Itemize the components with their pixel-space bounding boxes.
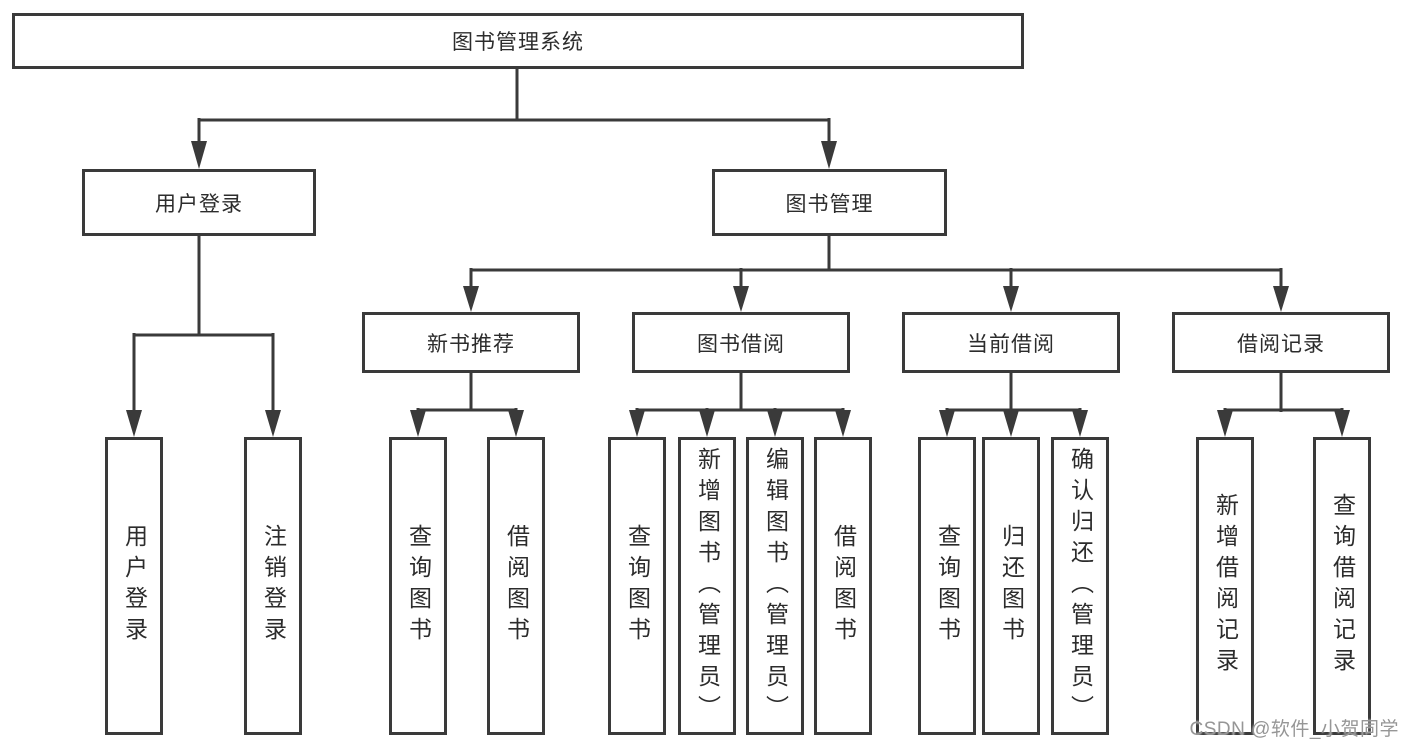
leaf-query-book-3: 查询图书 bbox=[918, 437, 976, 735]
node-borrow-record: 借阅记录 bbox=[1172, 312, 1390, 373]
csdn-watermark: CSDN @软件_小贺同学 bbox=[1189, 719, 1399, 740]
leaf-user-login: 用户登录 bbox=[105, 437, 163, 735]
leaf-logout: 注销登录 bbox=[244, 437, 302, 735]
arrowheads bbox=[126, 141, 1350, 437]
node-root: 图书管理系统 bbox=[12, 13, 1024, 69]
node-current-borrow: 当前借阅 bbox=[902, 312, 1120, 373]
leaf-borrow-book-2: 借阅图书 bbox=[814, 437, 872, 735]
leaf-edit-book-admin: 编辑图书（管理员） bbox=[746, 437, 804, 735]
leaf-query-book-1: 查询图书 bbox=[389, 437, 447, 735]
node-book-borrow: 图书借阅 bbox=[632, 312, 850, 373]
leaf-add-borrow-record: 新增借阅记录 bbox=[1196, 437, 1254, 735]
node-user-login: 用户登录 bbox=[82, 169, 316, 236]
leaf-query-book-2: 查询图书 bbox=[608, 437, 666, 735]
node-new-book-recommend: 新书推荐 bbox=[362, 312, 580, 373]
leaf-add-book-admin: 新增图书（管理员） bbox=[678, 437, 736, 735]
leaf-borrow-book-1: 借阅图书 bbox=[487, 437, 545, 735]
leaf-return-book: 归还图书 bbox=[982, 437, 1040, 735]
leaf-query-borrow-record: 查询借阅记录 bbox=[1313, 437, 1371, 735]
node-book-management: 图书管理 bbox=[712, 169, 947, 236]
leaf-confirm-return-admin: 确认归还（管理员） bbox=[1051, 437, 1109, 735]
